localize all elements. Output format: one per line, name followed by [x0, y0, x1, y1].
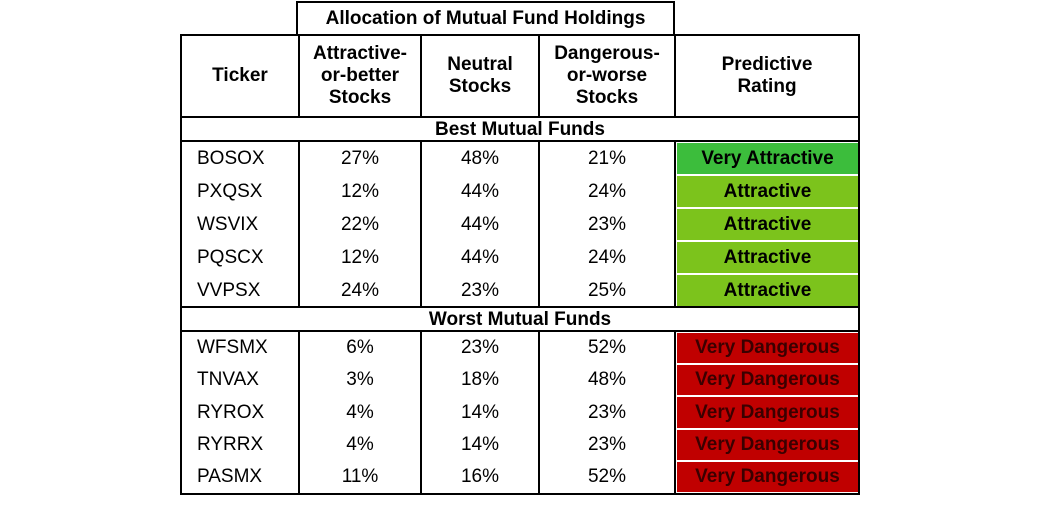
cell-ticker: PQSCX	[197, 246, 264, 268]
border-group-left	[296, 1, 298, 36]
cell-attractive: 11%	[341, 466, 379, 487]
border-left	[180, 34, 182, 495]
cell-neutral: 44%	[460, 180, 500, 202]
cell-rating: Very Dangerous	[677, 397, 858, 428]
cell-rating: Attractive	[677, 176, 858, 207]
border-right	[858, 34, 860, 495]
section-title-best: Best Mutual Funds	[435, 118, 605, 140]
cell-rating: Very Dangerous	[677, 430, 858, 460]
border-col-4-worst	[674, 330, 676, 495]
cell-rating: Attractive	[677, 209, 858, 240]
cell-dangerous: 52%	[587, 337, 627, 358]
cell-ticker: RYRRX	[197, 434, 264, 455]
cell-attractive: 22%	[340, 213, 380, 235]
border-best-rows-bottom	[180, 306, 860, 308]
column-header-dangerous: Dangerous- or-worse Stocks	[554, 43, 660, 108]
cell-ticker: RYROX	[197, 401, 265, 423]
cell-rating: Very Dangerous	[677, 365, 858, 395]
cell-attractive: 12%	[340, 180, 380, 202]
cell-attractive: 4%	[346, 434, 374, 455]
cell-neutral: 16%	[460, 466, 500, 487]
cell-neutral: 23%	[460, 337, 500, 358]
border-col-4-best	[674, 140, 676, 308]
column-header-rating: Predictive Rating	[721, 54, 813, 97]
cell-dangerous: 52%	[587, 466, 627, 487]
cell-dangerous: 24%	[587, 180, 627, 202]
cell-attractive: 6%	[346, 337, 374, 358]
group-header: Allocation of Mutual Fund Holdings	[325, 7, 646, 29]
cell-ticker: TNVAX	[197, 369, 259, 390]
cell-neutral: 18%	[460, 369, 500, 390]
column-header-neutral: Neutral Stocks	[447, 54, 513, 97]
border-col-3-worst	[538, 330, 540, 495]
cell-dangerous: 23%	[587, 434, 627, 455]
cell-rating: Very Dangerous	[677, 333, 858, 363]
border-col-1-header	[298, 34, 300, 118]
border-col-4-header	[674, 34, 676, 118]
cell-ticker: BOSOX	[197, 147, 265, 169]
cell-neutral: 48%	[460, 147, 500, 169]
border-best-bottom	[180, 140, 860, 142]
cell-ticker: PASMX	[197, 466, 263, 487]
cell-dangerous: 23%	[587, 213, 627, 235]
cell-attractive: 27%	[340, 147, 380, 169]
cell-neutral: 14%	[460, 434, 500, 455]
cell-attractive: 12%	[340, 246, 380, 268]
border-col-2-header	[420, 34, 422, 118]
cell-rating: Attractive	[677, 242, 858, 273]
border-group-top	[296, 1, 675, 3]
cell-ticker: WFSMX	[197, 337, 268, 358]
border-header-top	[180, 34, 860, 36]
cell-neutral: 44%	[460, 213, 500, 235]
cell-rating: Very Attractive	[677, 143, 858, 174]
border-col-2-worst	[420, 330, 422, 495]
cell-ticker: WSVIX	[197, 213, 259, 235]
cell-ticker: PXQSX	[197, 180, 263, 202]
border-table-bottom	[180, 493, 860, 495]
section-title-worst: Worst Mutual Funds	[428, 308, 612, 330]
border-col-1-best	[298, 140, 300, 308]
border-header-bottom	[180, 116, 860, 118]
border-col-3-best	[538, 140, 540, 308]
cell-rating: Attractive	[677, 275, 858, 306]
border-worst-title-bottom	[180, 330, 860, 332]
cell-neutral: 14%	[460, 401, 500, 423]
cell-dangerous: 48%	[587, 369, 627, 390]
cell-attractive: 3%	[346, 369, 374, 390]
column-header-ticker: Ticker	[212, 65, 268, 86]
cell-attractive: 24%	[340, 279, 380, 301]
cell-attractive: 4%	[346, 401, 374, 423]
cell-rating: Very Dangerous	[677, 462, 858, 492]
cell-dangerous: 21%	[587, 147, 627, 169]
border-col-3-header	[538, 34, 540, 118]
border-col-1-worst	[298, 330, 300, 495]
cell-dangerous: 24%	[587, 246, 627, 268]
cell-dangerous: 23%	[587, 401, 627, 423]
column-header-attractive: Attractive- or-better Stocks	[313, 43, 407, 108]
cell-neutral: 44%	[460, 246, 500, 268]
cell-neutral: 23%	[460, 279, 500, 301]
cell-ticker: VVPSX	[197, 279, 261, 301]
cell-dangerous: 25%	[587, 279, 627, 301]
border-col-2-best	[420, 140, 422, 308]
border-group-right	[673, 1, 675, 36]
